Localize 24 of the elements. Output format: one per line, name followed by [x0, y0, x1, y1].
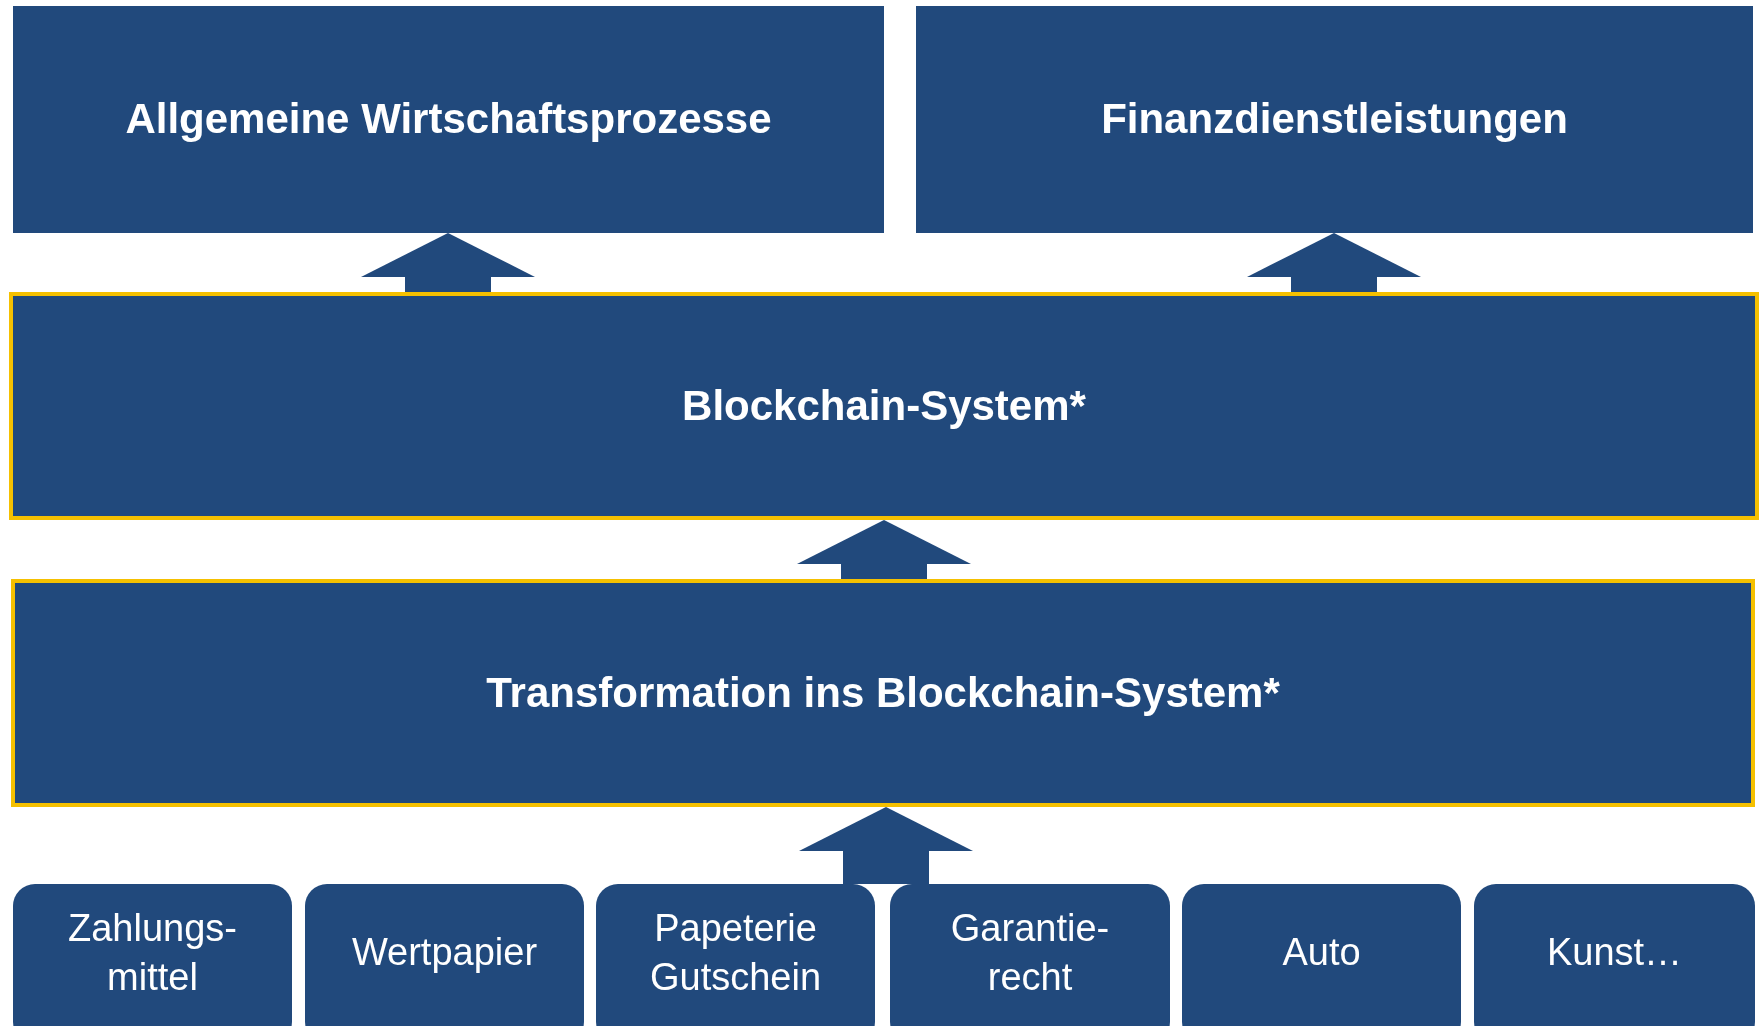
box-label: Garantie- recht: [949, 905, 1111, 1000]
box-label: Kunst…: [1546, 930, 1683, 976]
box-label: Wertpapier: [351, 930, 538, 976]
category-box: [13, 6, 884, 233]
box-label: Allgemeine Wirtschaftsprozesse: [125, 94, 772, 145]
layer-box: [11, 579, 1755, 807]
block-arrow: [799, 807, 973, 884]
asset-box: [13, 884, 292, 1026]
asset-box: [890, 884, 1170, 1026]
box-label: Zahlungs- mittel: [67, 905, 238, 1000]
box-label: Finanzdienstleistungen: [1101, 94, 1568, 145]
asset-box: [1182, 884, 1461, 1026]
asset-box: [1474, 884, 1755, 1026]
box-label: Blockchain-System*: [682, 380, 1086, 431]
category-box: [916, 6, 1753, 233]
block-arrow: [1247, 233, 1421, 292]
block-arrow: [797, 520, 971, 579]
layer-box: [9, 292, 1759, 520]
box-label: Papeterie Gutschein: [648, 905, 823, 1000]
asset-box: [596, 884, 875, 1026]
box-label: Transformation ins Blockchain-System*: [486, 667, 1280, 718]
asset-box: [305, 884, 584, 1026]
box-label: Auto: [1282, 930, 1361, 976]
block-arrow: [361, 233, 535, 292]
